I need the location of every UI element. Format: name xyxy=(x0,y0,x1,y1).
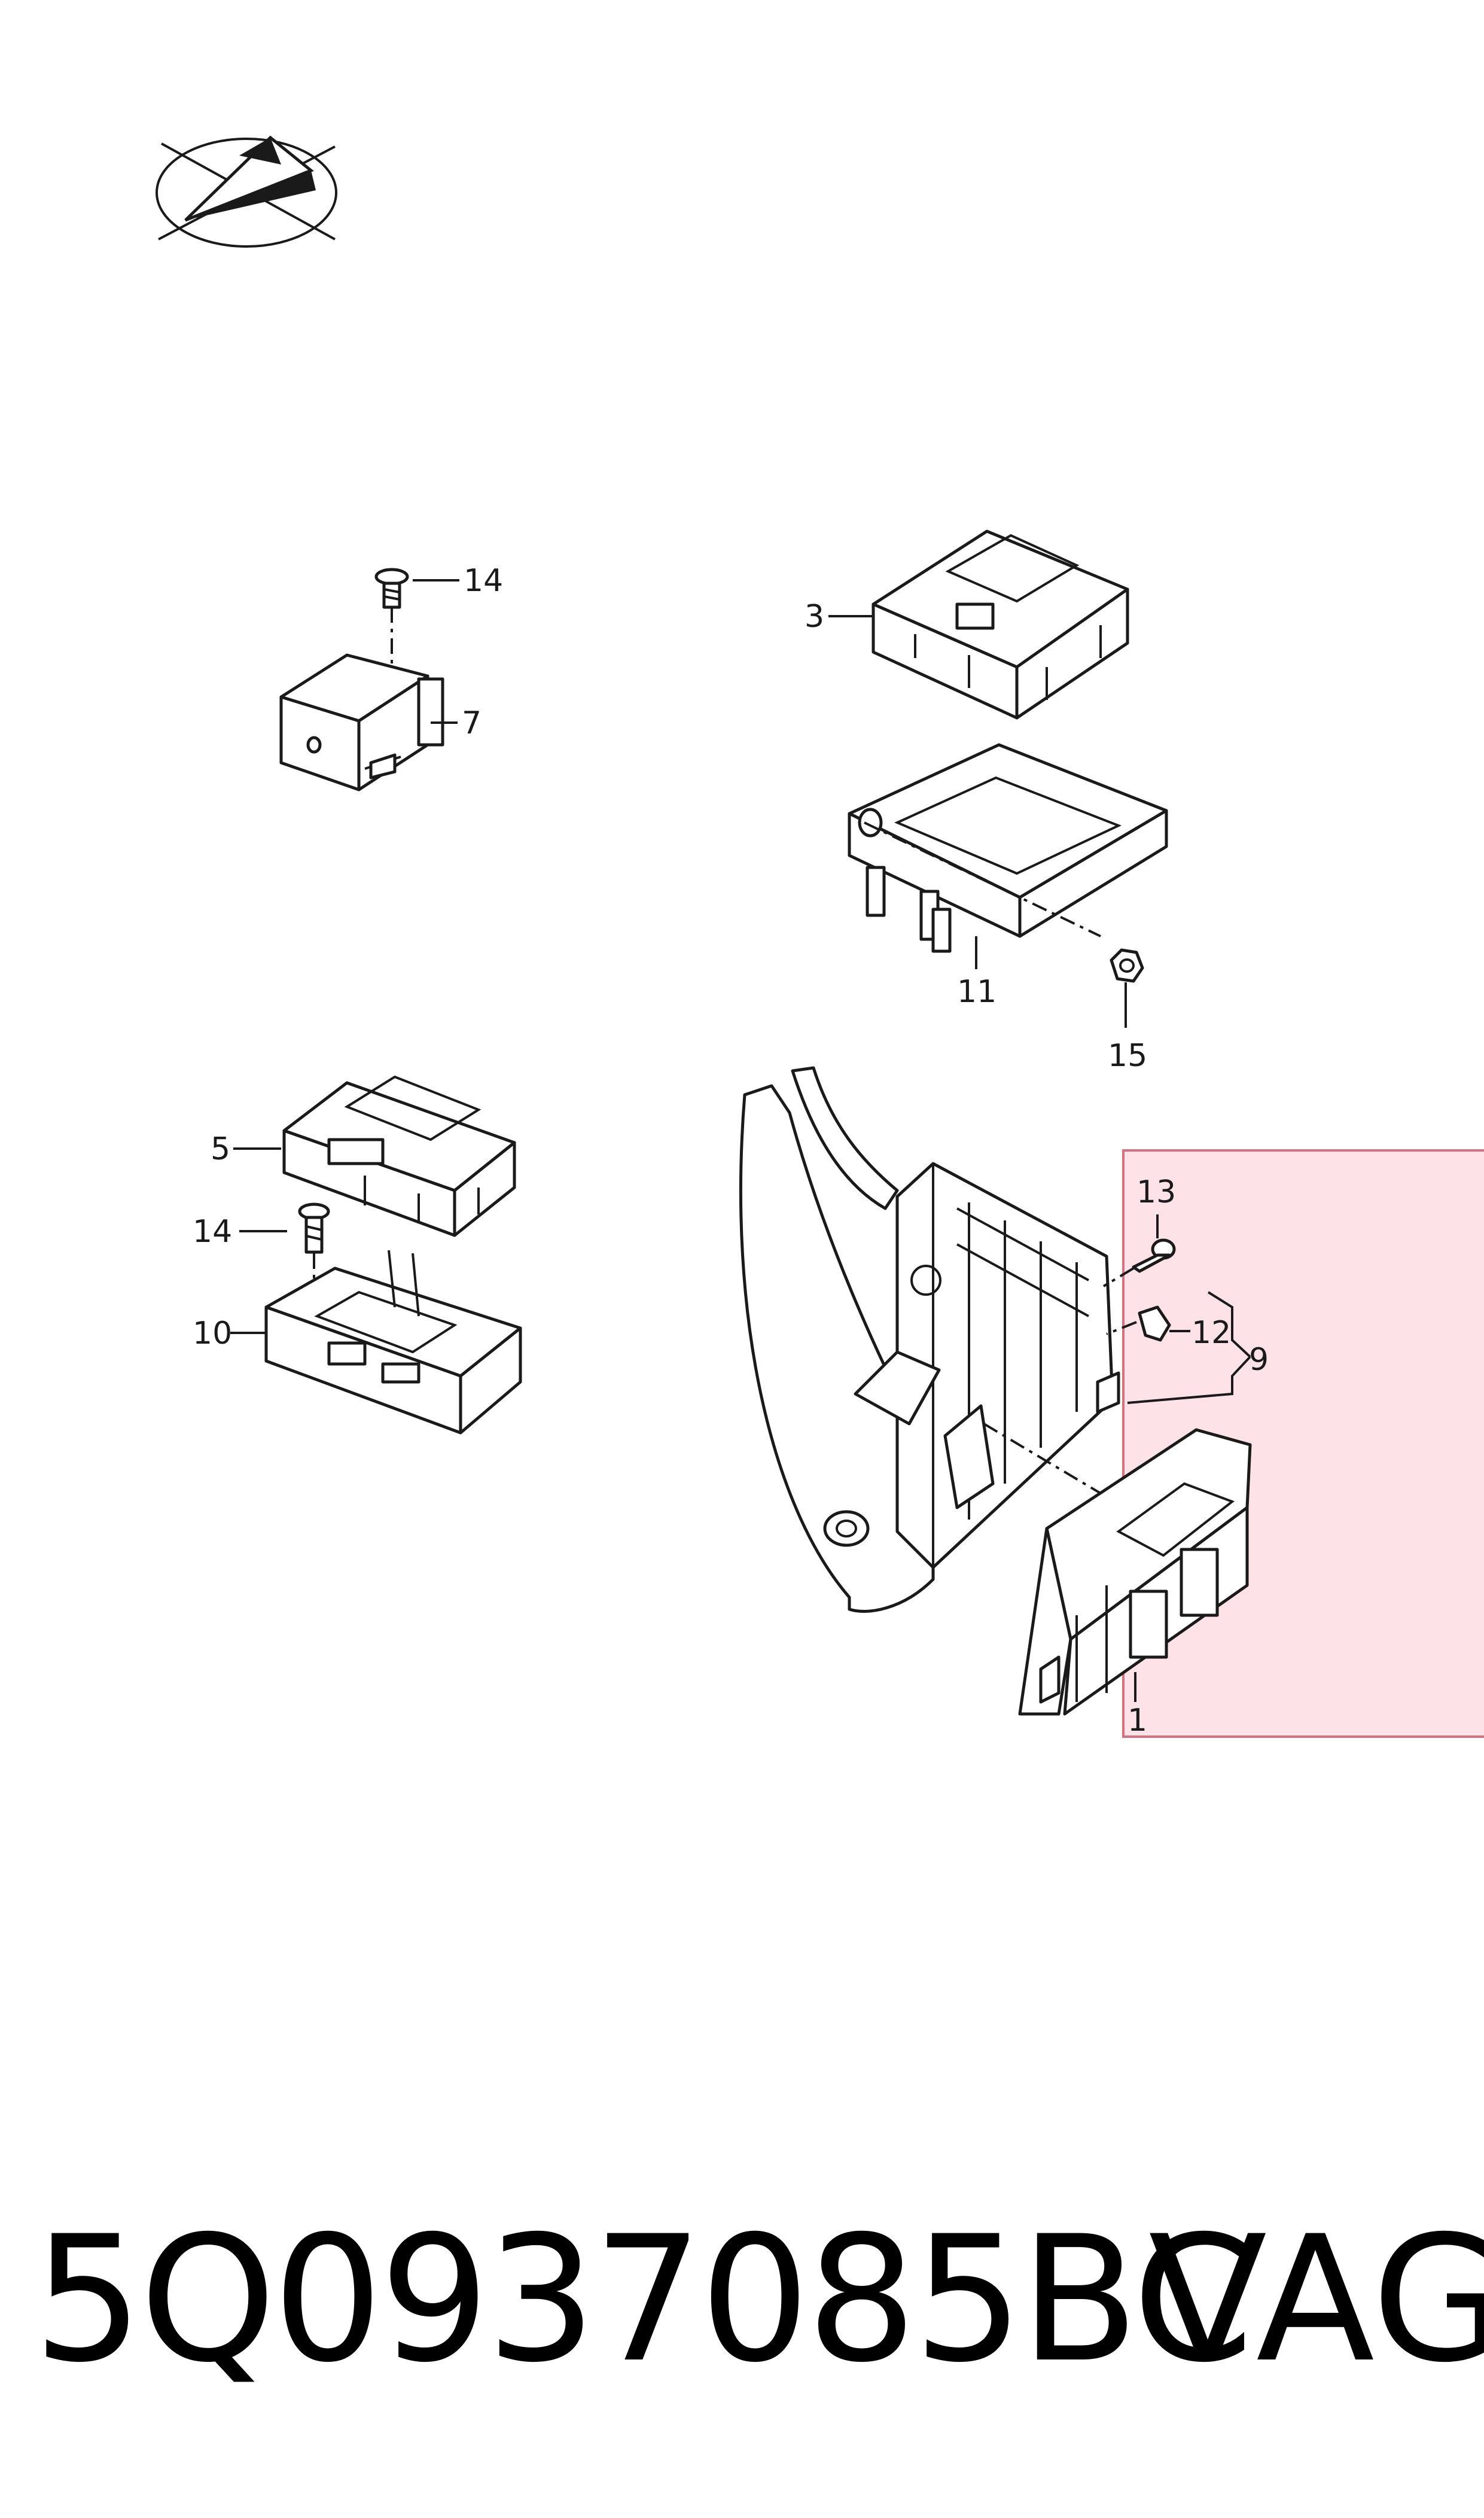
callout-14-top: 14 xyxy=(464,563,503,599)
part-3-control-unit xyxy=(871,529,1129,720)
brand-label: VAG xyxy=(1148,2199,1484,2401)
callout-11: 11 xyxy=(957,974,997,1010)
orientation-compass-icon xyxy=(156,135,337,248)
callout-10: 10 xyxy=(193,1316,232,1351)
callout-7: 7 xyxy=(462,705,482,741)
callout-15: 15 xyxy=(1108,1038,1147,1074)
part-carrier-frame xyxy=(739,1066,1126,1613)
part-5-module xyxy=(282,1075,516,1237)
part-number-label: 5Q0937085BC xyxy=(33,2199,1254,2401)
bracket-9 xyxy=(1127,1291,1251,1404)
part-12-clip xyxy=(1106,1305,1171,1342)
callout-12: 12 xyxy=(1192,1315,1231,1351)
part-14-screw-lower xyxy=(298,1202,330,1331)
callout-5: 5 xyxy=(211,1131,230,1167)
part-1-control-unit xyxy=(1018,1428,1252,1716)
part-10-holder xyxy=(264,1250,522,1435)
part-13-screw xyxy=(1102,1238,1176,1287)
callout-3: 3 xyxy=(805,599,824,635)
part-15-nut xyxy=(1110,948,1144,983)
callout-14-lower: 14 xyxy=(193,1214,232,1250)
callout-1: 1 xyxy=(1128,1703,1147,1738)
callout-13: 13 xyxy=(1136,1174,1176,1210)
part-11-bracket xyxy=(848,743,1168,953)
part-7-module xyxy=(279,653,444,791)
callout-9: 9 xyxy=(1249,1342,1269,1378)
